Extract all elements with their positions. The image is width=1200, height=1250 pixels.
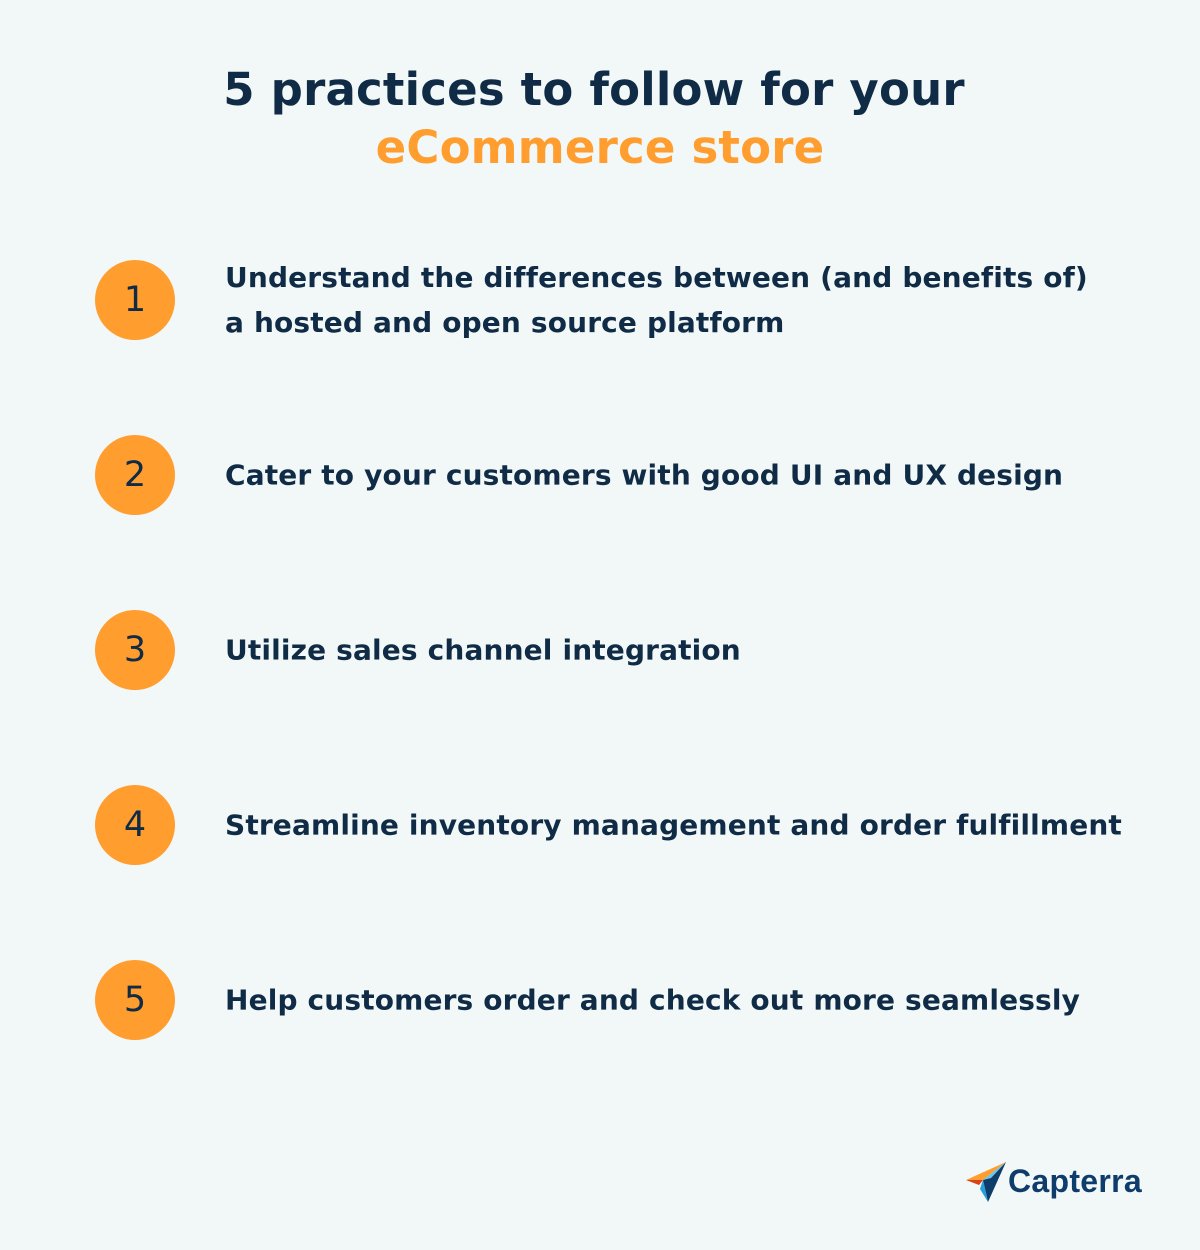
practice-text: Utilize sales channel integration [225,633,741,667]
practice-text: Streamline inventory management and orde… [225,808,1122,842]
practice-text: Help customers order and check out more … [225,983,1081,1017]
number-badge: 4 [95,785,175,865]
practice-item-1: 1 Understand the differences between (an… [95,260,1155,340]
number-badge: 3 [95,610,175,690]
page-subtitle: eCommerce store [375,121,825,174]
number-badge: 2 [95,435,175,515]
practice-item-4: 4 Streamline inventory management and or… [95,785,1155,865]
page-title: 5 practices to follow for your [223,63,965,116]
number-badge: 1 [95,260,175,340]
practice-text: Understand the differences between (and … [225,261,1088,339]
capterra-arrow-icon [966,1162,1006,1202]
brand-name: Capterra [1008,1162,1143,1199]
practice-item-5: 5 Help customers order and check out mor… [95,960,1155,1040]
capterra-logo: Capterra [966,1158,1142,1204]
practice-text: Cater to your customers with good UI and… [225,458,1064,492]
number-badge: 5 [95,960,175,1040]
practice-item-3: 3 Utilize sales channel integration [95,610,1155,690]
practice-item-2: 2 Cater to your customers with good UI a… [95,435,1155,515]
